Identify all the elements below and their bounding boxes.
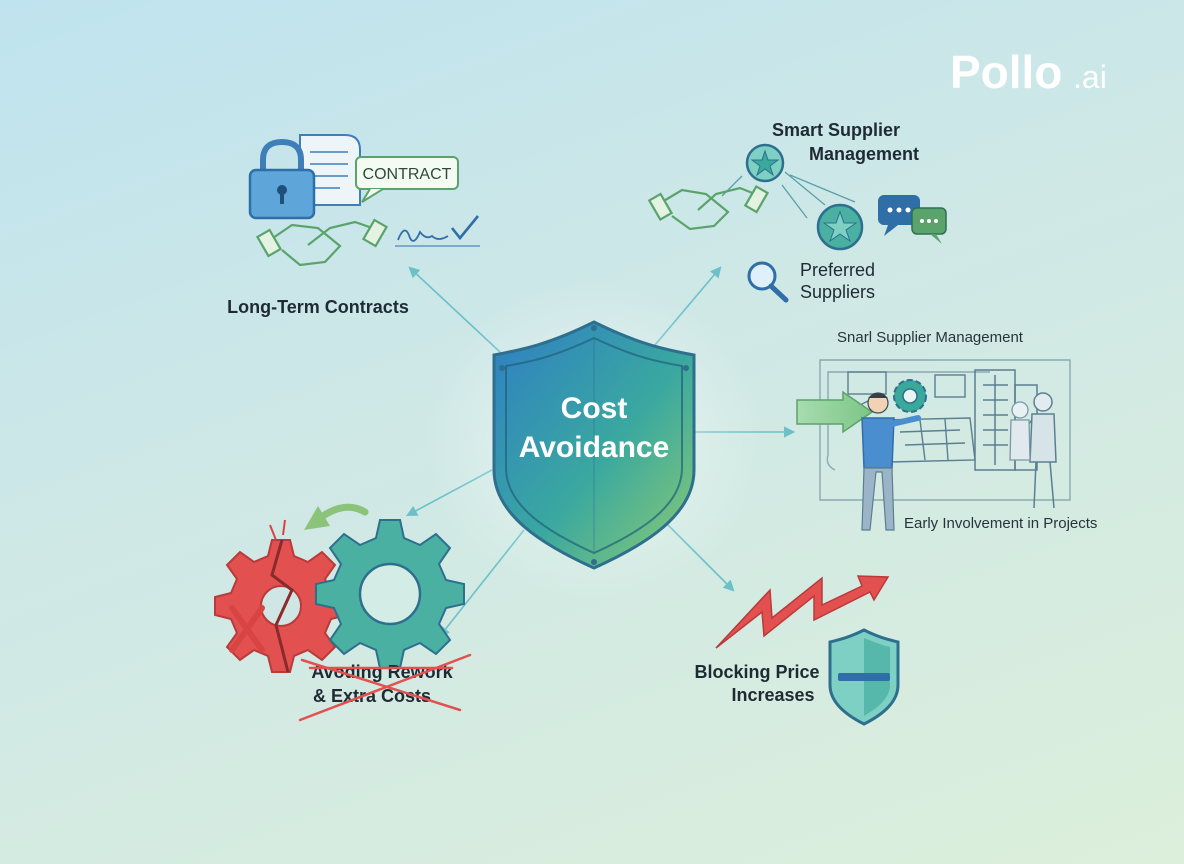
node-early-involvement: Snarl Supplier Management bbox=[796, 329, 1097, 532]
node-long-term-contracts: CONTRACT Long-Term Contracts bbox=[227, 134, 480, 317]
supplier-network-lines bbox=[721, 171, 856, 219]
handshake-icon bbox=[647, 184, 770, 231]
logo-suffix: .ai bbox=[1073, 59, 1107, 95]
long-term-contracts-label: Long-Term Contracts bbox=[227, 297, 409, 317]
chat-bubble-icon bbox=[878, 195, 920, 236]
price-label-line2: Increases bbox=[731, 685, 814, 705]
logo-main: Pollo bbox=[950, 46, 1062, 98]
preferred-suppliers-line2: Suppliers bbox=[800, 282, 875, 302]
supplier-title-line1: Smart Supplier bbox=[772, 120, 900, 140]
person-presenting-icon bbox=[861, 392, 921, 531]
chat-bubble-icon bbox=[911, 207, 947, 244]
center-title-line1: Cost bbox=[561, 392, 628, 425]
broken-gear-icon bbox=[214, 519, 348, 673]
shield-minus-icon bbox=[828, 628, 900, 726]
contract-badge: CONTRACT bbox=[355, 156, 459, 203]
early-caption: Snarl Supplier Management bbox=[837, 329, 1024, 346]
person-standing-icon bbox=[1009, 401, 1031, 461]
star-badge-icon bbox=[745, 143, 785, 183]
gear-icon bbox=[893, 379, 927, 413]
early-involvement-label: Early Involvement in Projects bbox=[904, 515, 1097, 532]
zigzag-up-arrow-icon bbox=[715, 575, 890, 649]
contract-badge-text: CONTRACT bbox=[363, 166, 452, 183]
star-badge-icon bbox=[816, 203, 864, 251]
handshake-icon bbox=[255, 218, 389, 267]
cost-avoidance-shield: Cost Avoidance bbox=[424, 280, 764, 600]
curved-arrow-icon bbox=[304, 503, 369, 530]
node-avoiding-rework: Avoding Rework & Extra Costs bbox=[214, 503, 472, 722]
rework-label-line1: Avoding Rework bbox=[311, 662, 453, 682]
center-title-line2: Avoidance bbox=[519, 431, 670, 464]
lock-icon bbox=[248, 138, 316, 220]
gear-icon bbox=[315, 519, 465, 669]
node-smart-supplier-management: Smart Supplier Management bbox=[647, 120, 947, 303]
signature-checkmark-icon bbox=[395, 215, 480, 247]
right-arrow-icon bbox=[796, 390, 874, 434]
price-label-line1: Blocking Price bbox=[694, 662, 819, 682]
pollo-logo: Pollo .ai bbox=[950, 46, 1107, 98]
magnifier-icon bbox=[747, 261, 789, 303]
supplier-title-line2: Management bbox=[809, 144, 919, 164]
preferred-suppliers-line1: Preferred bbox=[800, 260, 875, 280]
node-blocking-price: Blocking Price Increases bbox=[694, 575, 900, 726]
strikethrough-cross-icon bbox=[298, 653, 472, 722]
